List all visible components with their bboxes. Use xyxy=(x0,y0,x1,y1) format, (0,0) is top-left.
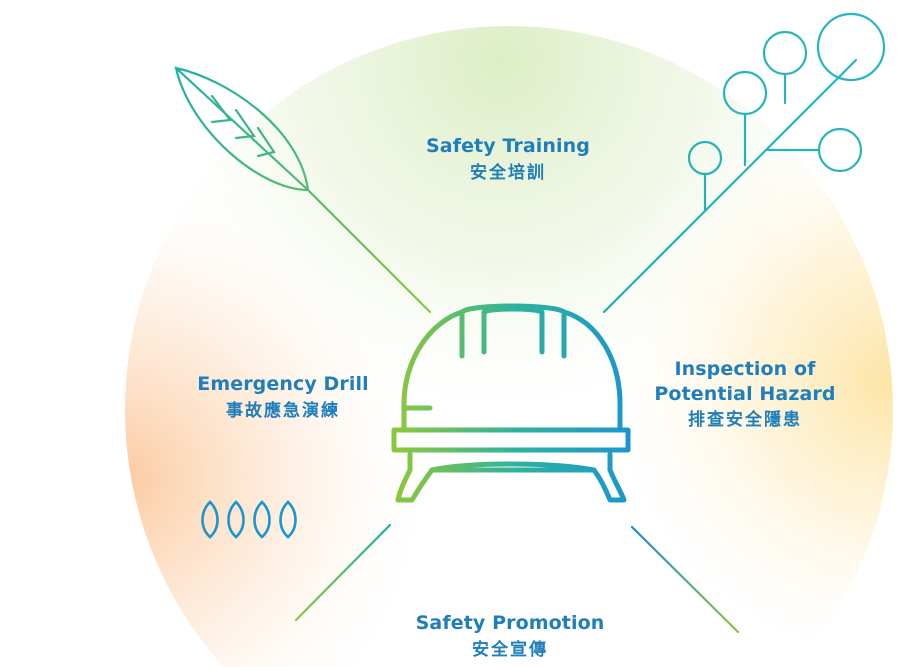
inspection-zh: 排查安全隱患 xyxy=(688,410,802,431)
emergency-drill-zh: 事故應急演練 xyxy=(226,400,340,421)
safety-training-en: Safety Training xyxy=(426,135,590,157)
flame-icons xyxy=(201,500,297,539)
label-emergency-drill: Emergency Drill 事故應急演練 xyxy=(170,372,396,422)
hard-hat-icon xyxy=(391,303,631,503)
safety-promotion-en: Safety Promotion xyxy=(415,612,605,634)
label-inspection-hazard: Inspection of Potential Hazard 排查安全隱患 xyxy=(625,357,865,431)
divider-line-bottom-right xyxy=(630,525,740,634)
safety-training-zh: 安全培訓 xyxy=(470,162,546,183)
inspection-en-line2: Potential Hazard xyxy=(654,382,836,405)
tree-icon xyxy=(602,12,886,314)
divider-line-bottom-left xyxy=(294,523,392,622)
inspection-en-line1: Inspection of xyxy=(674,358,816,380)
decorative-lines-left xyxy=(8,561,294,584)
leaf-icon xyxy=(174,66,432,314)
decorative-lines-right xyxy=(682,289,897,313)
label-safety-promotion: Safety Promotion 安全宣傳 xyxy=(390,611,630,661)
safety-promotion-zh: 安全宣傳 xyxy=(472,639,548,660)
emergency-drill-en: Emergency Drill xyxy=(197,373,369,395)
label-safety-training: Safety Training 安全培訓 xyxy=(400,134,616,184)
